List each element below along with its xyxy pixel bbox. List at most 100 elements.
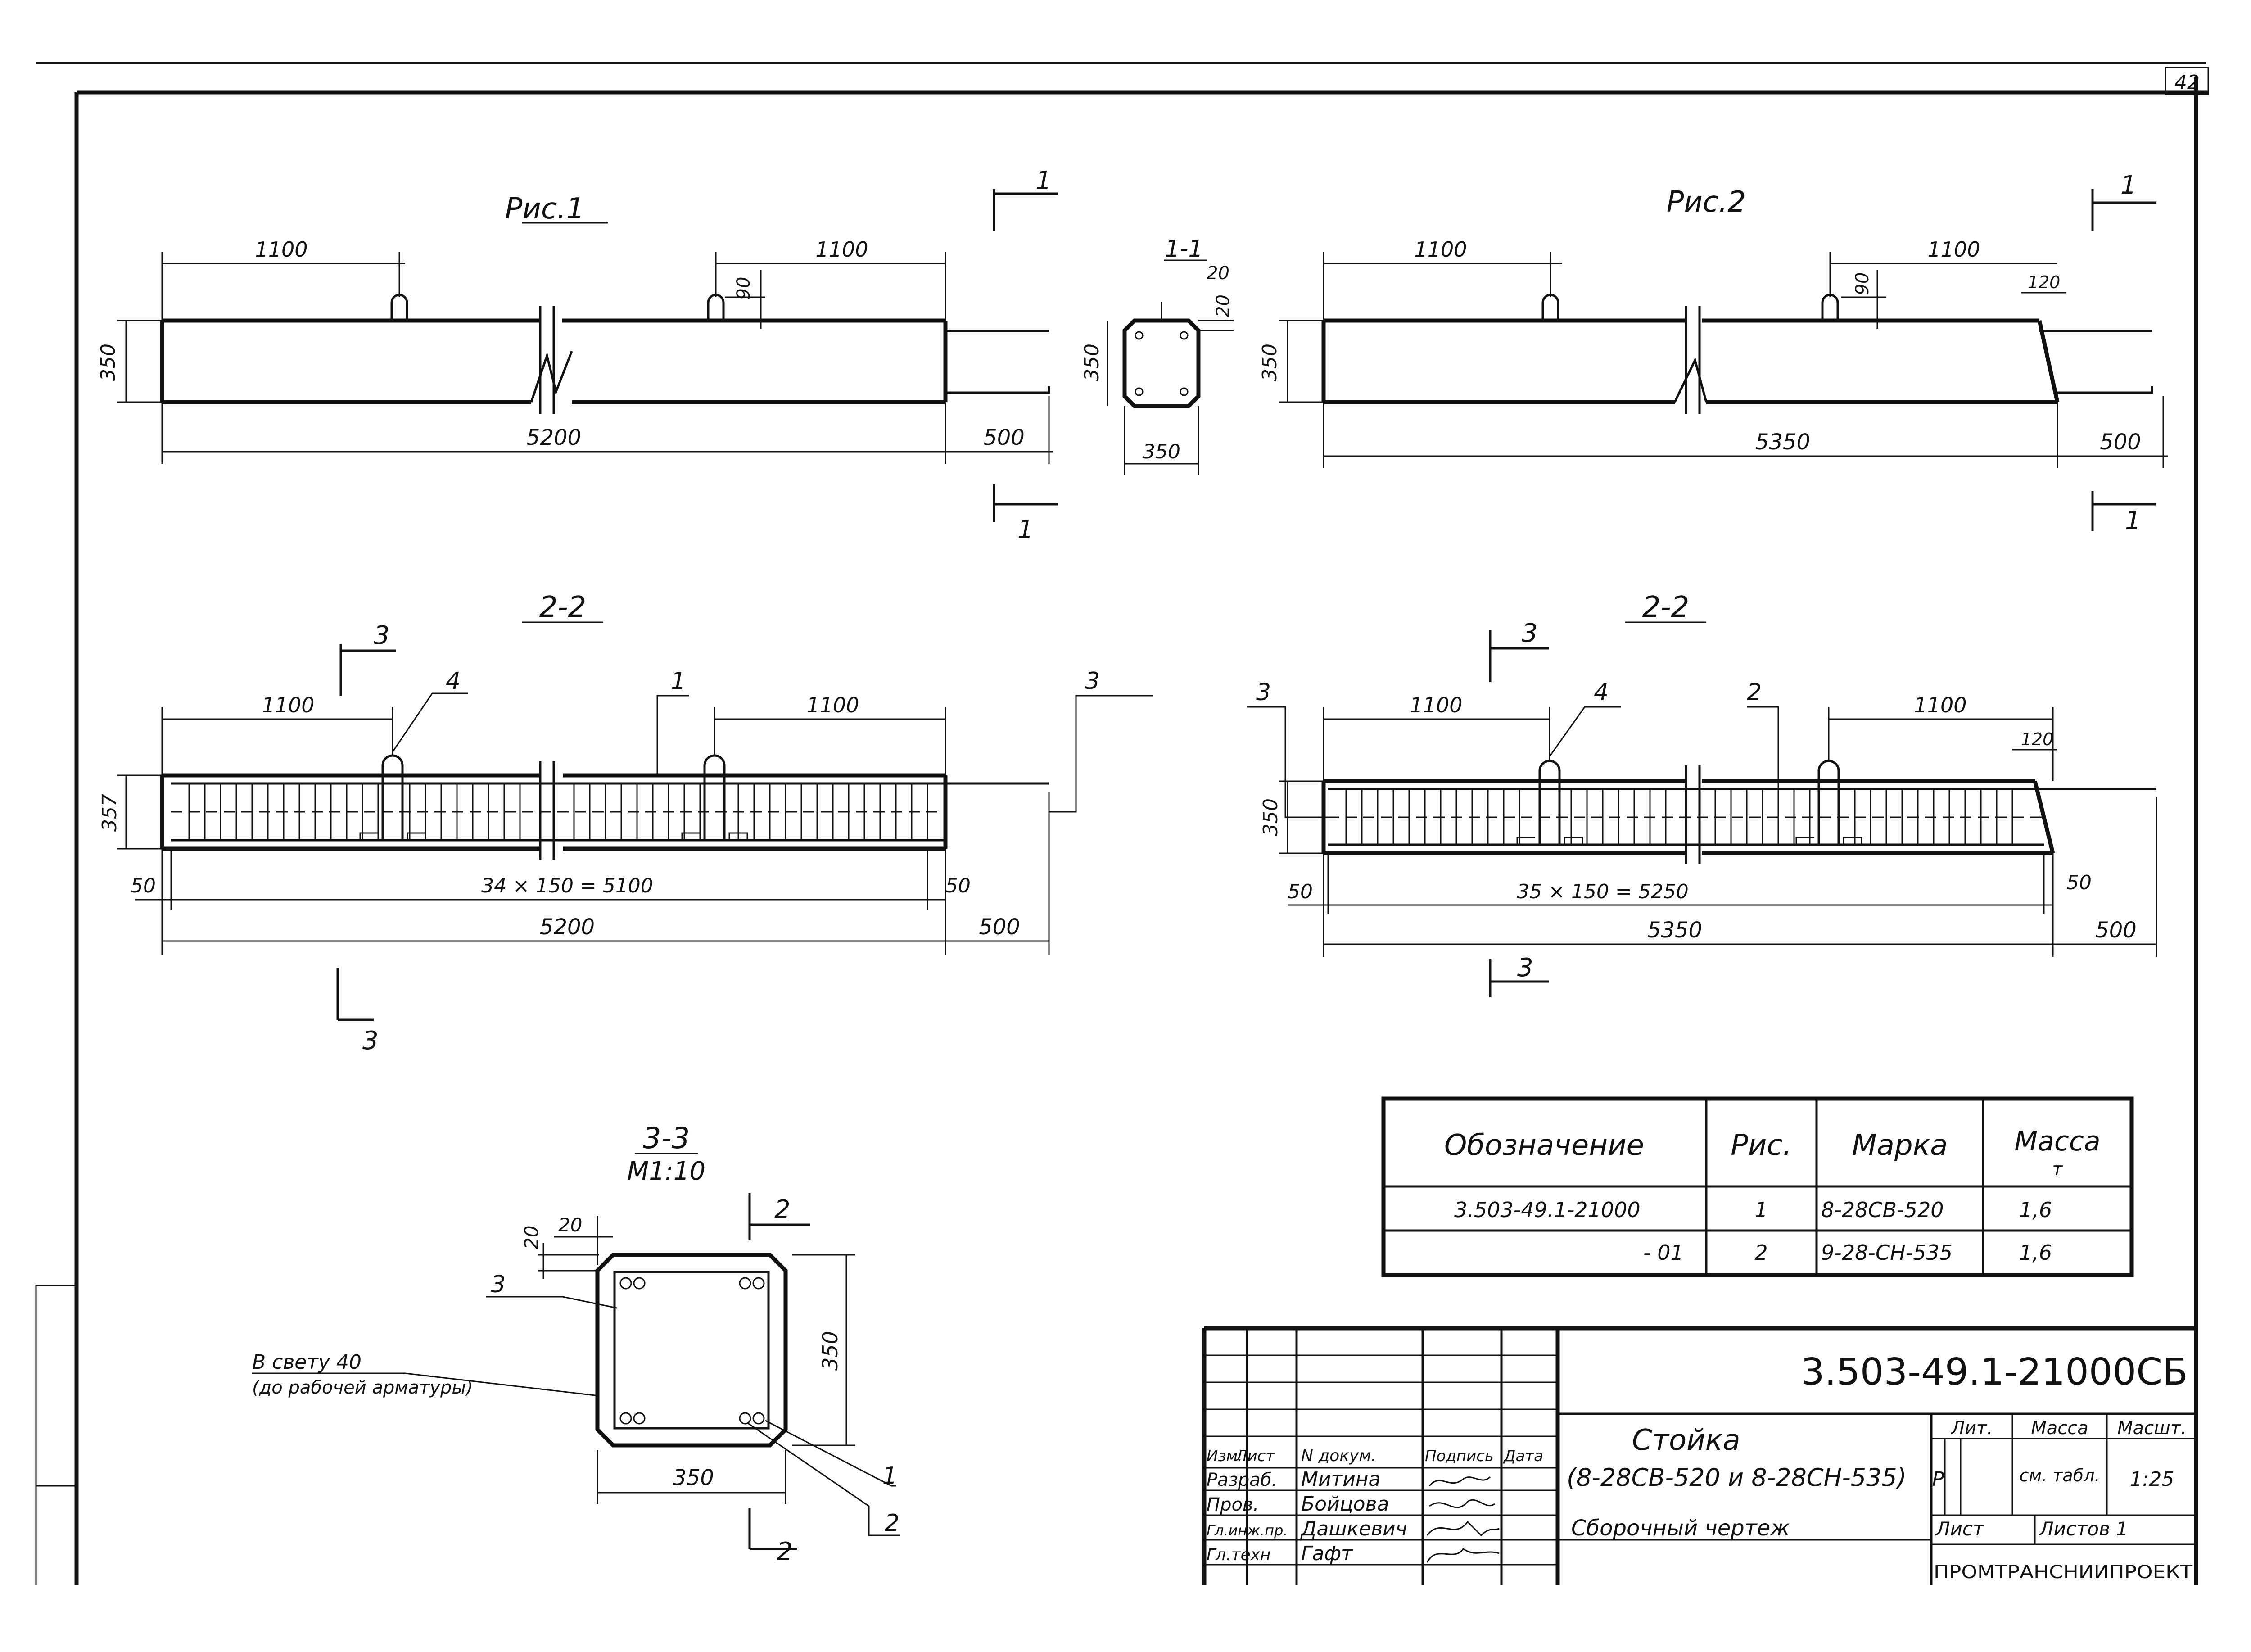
s33-callout-2: 2 — [885, 1510, 899, 1537]
fig1-dim-height: 350 — [97, 344, 120, 381]
tb-sheets-label: Листов 1 — [2039, 1518, 2128, 1540]
s33-callout-3: 3 — [491, 1271, 506, 1298]
s22r-callout-2: 2 — [1747, 679, 1762, 706]
tb-mass-value: см. табл. — [2020, 1466, 2100, 1485]
s33-dim-20b: 20 — [520, 1226, 542, 1249]
signature-2 — [1429, 1499, 1495, 1508]
s33-dim-height: 350 — [818, 1331, 842, 1371]
fig2-title: Рис.2 — [1667, 186, 1746, 219]
section11-dim-width: 350 — [1143, 440, 1180, 463]
fig1-dim-right: 1100 — [815, 237, 868, 262]
tb-sheet-label: Лист — [1935, 1518, 1984, 1540]
section11-dim-20a: 20 — [1207, 263, 1229, 284]
fig2-dim-height: 350 — [1258, 344, 1281, 381]
tb-col-list: Лист — [1235, 1447, 1275, 1465]
s33-cut-label-top: 2 — [774, 1195, 791, 1224]
s22r-cut-label-top: 3 — [1522, 619, 1538, 648]
fig1-cut-label-top: 1 — [1035, 166, 1052, 195]
sheet-frame — [35, 62, 2209, 1585]
fig1-title: Рис.1 — [505, 192, 584, 226]
s22r-cut-label-bottom: 3 — [1517, 953, 1533, 982]
s22l-dim-50-right: 50 — [945, 874, 971, 897]
s33-callout-1: 1 — [882, 1462, 897, 1489]
title-block-doc-type: Сборочный чертеж — [1571, 1516, 1790, 1541]
s22l-dim-height: 357 — [98, 794, 121, 832]
section-3-3: 3-3 М1:10 20 20 350 350 3 1 2 2 2 В — [252, 1122, 900, 1566]
s22r-dim-50-right: 50 — [2066, 871, 2092, 894]
tb-col-izm: Изм. — [1207, 1447, 1243, 1465]
section-2-2-right: 2-2 3 3 3 4 2 1100 1100 120 — [1247, 591, 2157, 997]
s22l-callout-3: 3 — [1085, 668, 1100, 695]
tb-lit-label: Лит. — [1950, 1418, 1993, 1439]
section11-title: 1-1 — [1165, 235, 1203, 263]
s22l-dim-right: 1100 — [806, 693, 859, 717]
spec-header-fig: Рис. — [1731, 1129, 1792, 1162]
section-1-1: 1-1 20 20 350 350 — [1080, 235, 1234, 475]
tb-col-date: Дата — [1503, 1447, 1543, 1465]
spec-row2-designation: - 01 — [1643, 1240, 1684, 1265]
s22r-dim-bevel: 120 — [2021, 729, 2054, 749]
page-number: 42 — [2174, 71, 2200, 94]
section11-dim-20b: 20 — [1213, 294, 1234, 317]
tb-lit-value: Р — [1932, 1468, 1944, 1491]
spec-table: Обозначение Рис. Марка Масса т 3.503-49.… — [1381, 1096, 2134, 1277]
s33-cut-label-bottom: 2 — [777, 1537, 793, 1566]
s22r-dim-right: 1100 — [1914, 693, 1966, 717]
spec-header-mark: Марка — [1852, 1129, 1948, 1162]
tb-mass-label: Масса — [2031, 1418, 2088, 1439]
fig2-dim-end: 500 — [2100, 430, 2141, 455]
tb-name-4: Гафт — [1301, 1542, 1353, 1565]
s22r-dim-height: 350 — [1259, 798, 1282, 836]
signature-1 — [1428, 1476, 1491, 1486]
s22l-cut-label-top: 3 — [374, 621, 390, 650]
tb-role-4: Гл.техн — [1207, 1546, 1270, 1564]
fig2-dim-left: 1100 — [1414, 237, 1467, 262]
spec-row1-fig: 1 — [1754, 1198, 1767, 1222]
fig2-dim-length: 5350 — [1755, 430, 1810, 455]
section-2-2-left: 2-2 3 3 4 1 3 1100 — [98, 591, 1153, 1055]
spec-row2-mass: 1,6 — [2019, 1240, 2052, 1265]
title-block-code: 3.503-49.1-21000СБ — [1801, 1351, 2188, 1394]
tb-name-3: Дашкевич — [1300, 1517, 1407, 1540]
s22l-callout-4: 4 — [446, 668, 461, 695]
tb-org: ПРОМТРАНСНИИПРОЕКТ — [1934, 1562, 2193, 1583]
title-block-marks: (8-28СВ-520 и 8-28СН-535) — [1567, 1463, 1907, 1492]
s22r-callout-3: 3 — [1256, 679, 1271, 706]
fig1-dim-end: 500 — [983, 425, 1025, 450]
fig1-cut-label-bottom: 1 — [1017, 515, 1034, 544]
s33-dim-20a: 20 — [558, 1214, 582, 1236]
tb-scale-label: Масшт. — [2117, 1418, 2187, 1439]
spec-row2-mark: 9-28-СН-535 — [1821, 1240, 1953, 1265]
spec-header-designation: Обозначение — [1444, 1129, 1644, 1162]
tb-name-1: Митина — [1301, 1468, 1381, 1491]
s33-dim-width: 350 — [673, 1465, 714, 1490]
s22r-callout-4: 4 — [1594, 679, 1609, 706]
fig2-dim-right: 1100 — [1927, 237, 1980, 262]
s22l-dim-left: 1100 — [262, 693, 314, 717]
section11-dim-height: 350 — [1080, 344, 1103, 381]
fig2-dim-loop: 90 — [1852, 272, 1873, 295]
tb-col-doc: N докум. — [1301, 1447, 1376, 1465]
s22l-callout-1: 1 — [671, 668, 686, 695]
s22r-dim-left: 1100 — [1410, 693, 1462, 717]
fig1-dim-loop: 90 — [733, 277, 754, 300]
fig2-cut-label-top: 1 — [2120, 171, 2137, 200]
s33-scale: М1:10 — [627, 1157, 705, 1186]
s22l-dim-length: 5200 — [540, 914, 595, 940]
fig1-dim-left: 1100 — [255, 237, 307, 262]
fig2-cut-label-bottom: 1 — [2125, 506, 2141, 535]
s22l-dim-50-left: 50 — [131, 874, 156, 897]
fig1-elevation: Рис.1 1100 1100 90 350 52 — [97, 166, 1058, 544]
fig2-elevation: Рис.2 1100 1100 90 120 350 5350 500 — [1258, 171, 2168, 535]
s22r-dim-spacing: 35 × 150 = 5250 — [1517, 880, 1689, 903]
tb-scale-value: 1:25 — [2130, 1468, 2174, 1491]
s22l-cut-label-bottom: 3 — [362, 1026, 379, 1055]
s33-title: 3-3 — [643, 1122, 690, 1155]
spec-row1-mass: 1,6 — [2019, 1198, 2052, 1222]
spec-header-mass-unit: т — [2052, 1159, 2063, 1180]
s22r-title: 2-2 — [1642, 591, 1690, 624]
tb-role-2: Пров. — [1207, 1494, 1259, 1515]
fig2-dim-bevel: 120 — [2028, 272, 2061, 292]
signature-4 — [1426, 1548, 1500, 1563]
